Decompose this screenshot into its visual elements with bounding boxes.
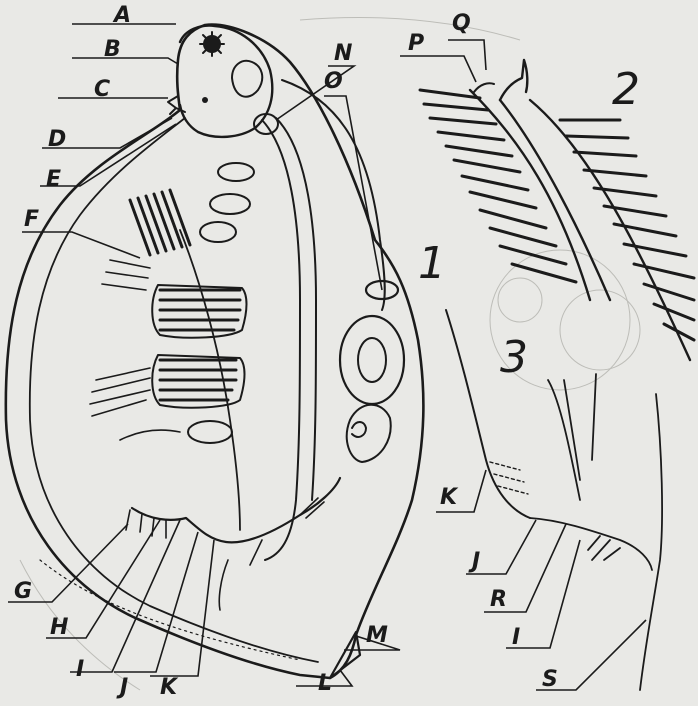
label-O: O <box>324 69 343 94</box>
figure-number-3: 3 <box>500 332 528 383</box>
gut <box>262 120 300 560</box>
label-R: R <box>490 587 507 612</box>
label-H: H <box>50 615 68 640</box>
label-I-fig3: I <box>512 625 520 650</box>
compound-eye <box>200 32 224 56</box>
intestine <box>282 80 385 310</box>
label-K-fig3: K <box>440 485 459 510</box>
figure-2-setae <box>400 40 694 360</box>
figure-number-1: 1 <box>418 238 446 289</box>
label-L: L <box>318 671 332 696</box>
label-G: G <box>14 579 32 604</box>
label-A: A <box>112 3 131 28</box>
background-traces <box>20 18 640 691</box>
label-M: M <box>366 623 388 648</box>
label-K: K <box>160 675 179 700</box>
ocellus <box>202 97 208 103</box>
label-C: C <box>94 77 110 102</box>
label-Q: Q <box>452 11 471 36</box>
figure-number-2: 2 <box>612 64 640 115</box>
gut-wall <box>276 118 316 500</box>
figure-1-animal <box>6 25 424 678</box>
label-J-fig3: J <box>468 549 480 574</box>
figure-3-detail <box>436 310 662 690</box>
label-I: I <box>76 657 84 682</box>
label-N: N <box>334 41 352 66</box>
label-F: F <box>24 207 39 232</box>
label-D: D <box>48 127 66 152</box>
carapace-outline <box>6 25 424 678</box>
label-B: B <box>104 37 121 62</box>
brain <box>232 61 262 97</box>
label-J: J <box>116 675 128 700</box>
head-outline <box>180 26 272 137</box>
label-P: P <box>408 31 424 56</box>
postabdomen <box>126 478 340 610</box>
label-S: S <box>542 667 558 692</box>
thoracic-limbs <box>90 190 247 440</box>
brood-chamber <box>340 281 404 462</box>
label-E: E <box>46 167 61 192</box>
